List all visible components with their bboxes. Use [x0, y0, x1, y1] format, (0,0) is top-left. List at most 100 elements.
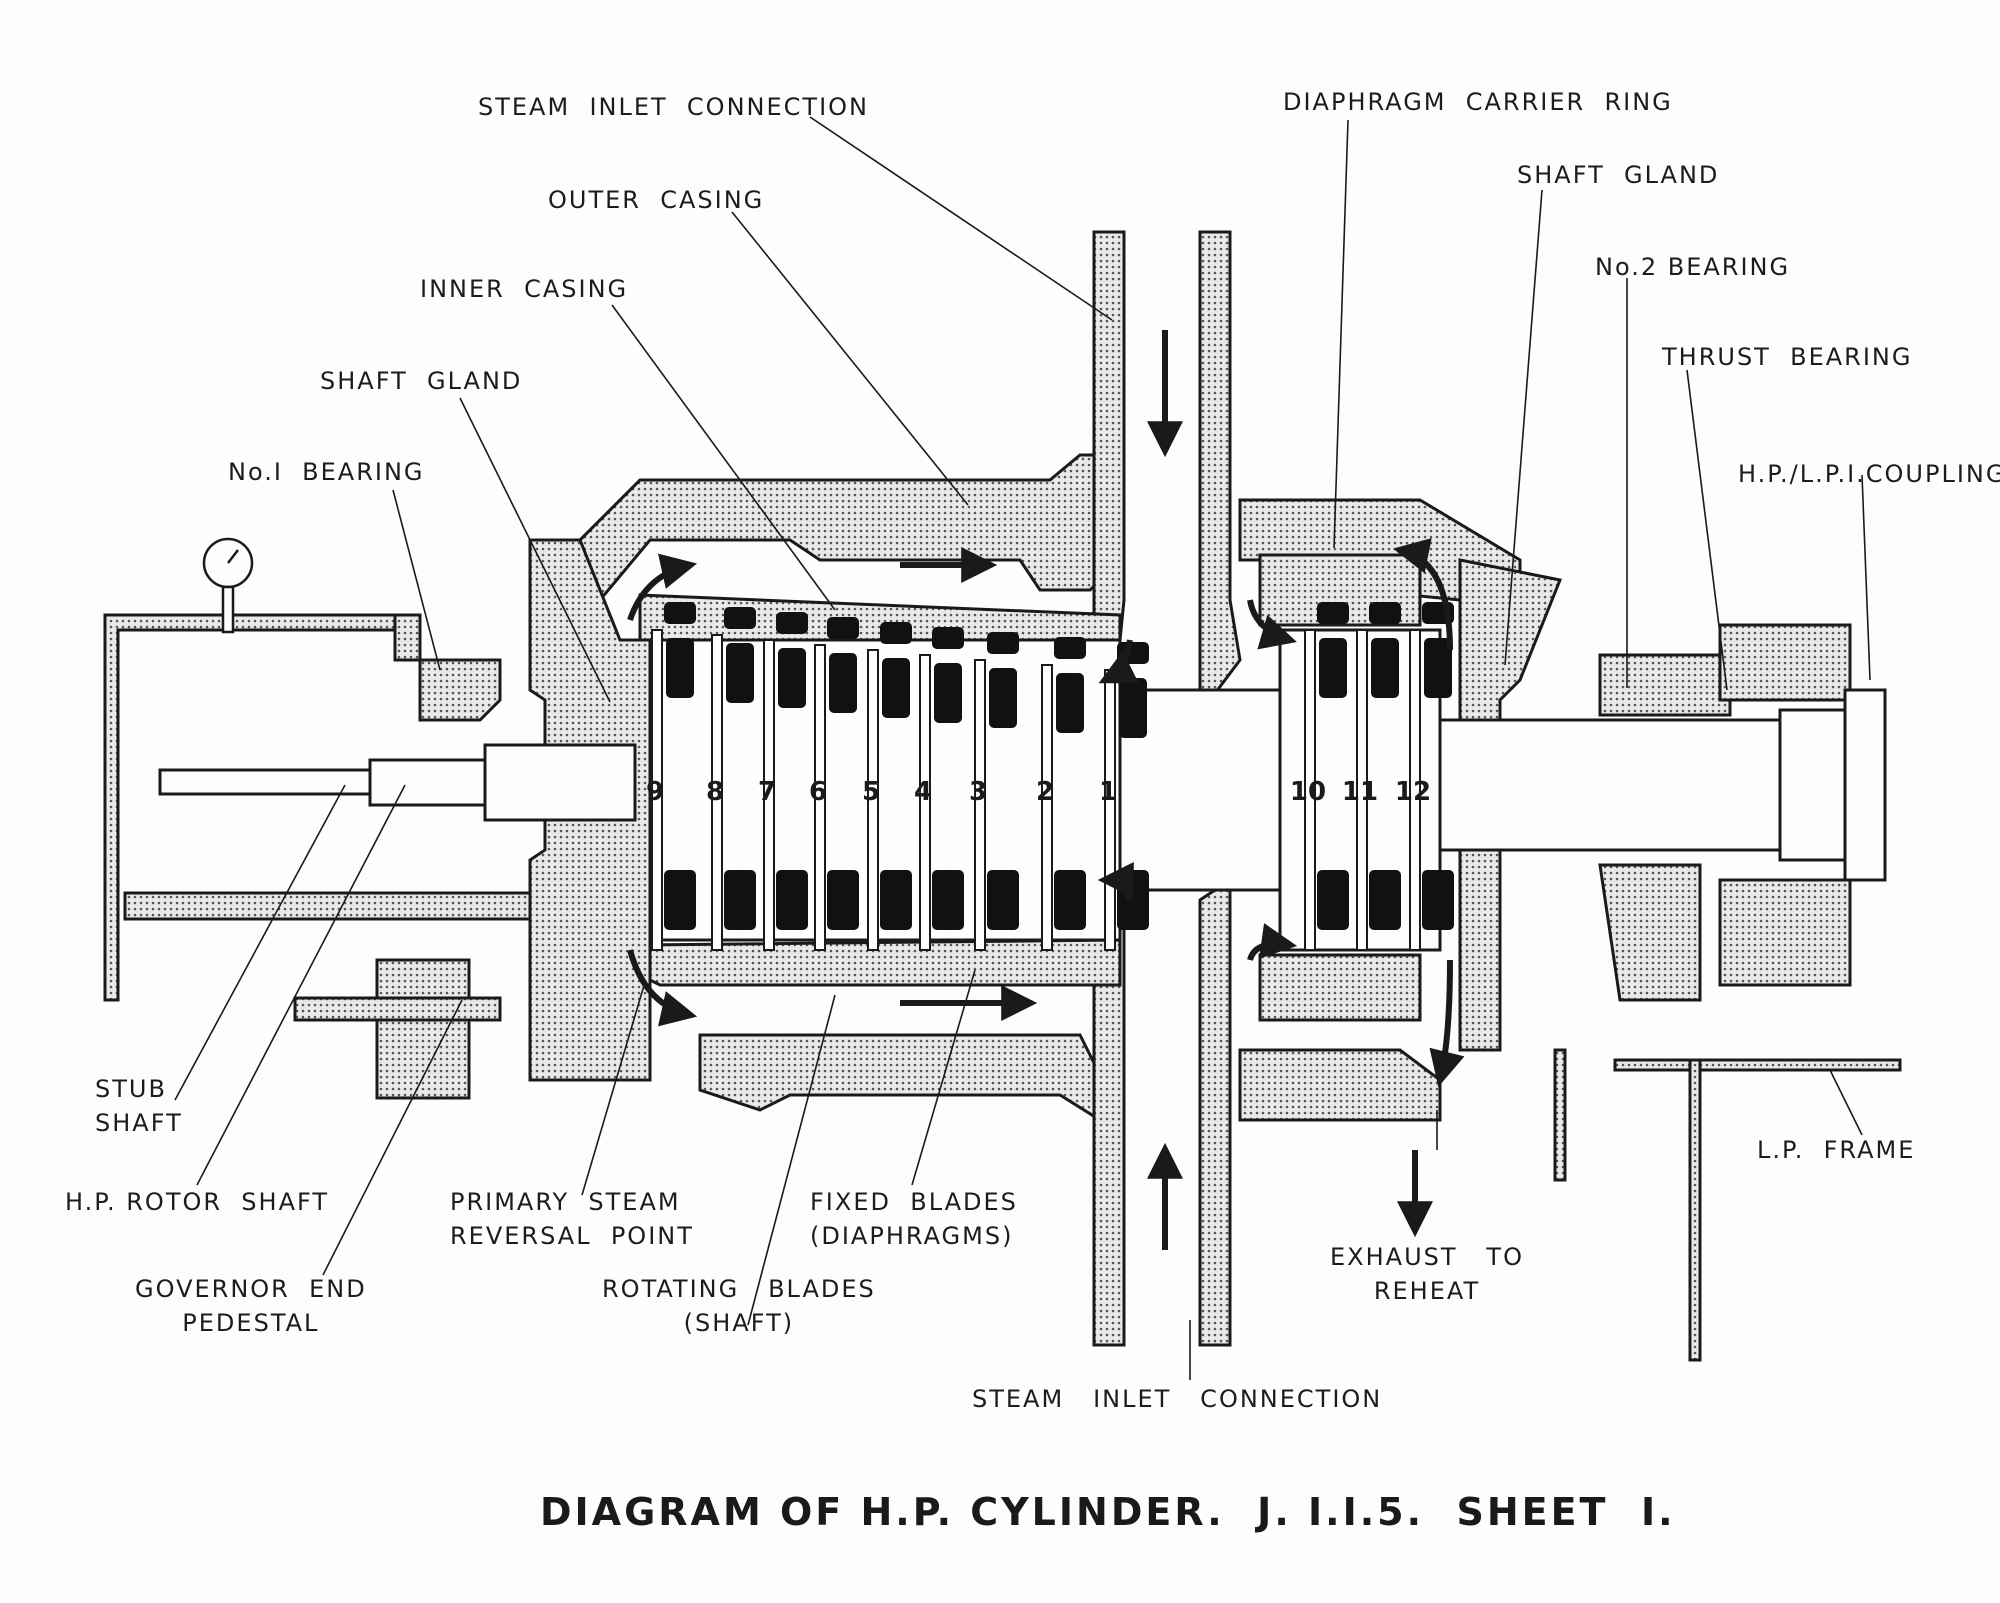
stage-number-9: 9 — [646, 777, 664, 807]
rotor-wheel — [1409, 629, 1421, 951]
stage-number-2: 2 — [1036, 777, 1054, 807]
stage-number-11: 11 — [1342, 777, 1378, 807]
stage-number-1: 1 — [1099, 777, 1117, 807]
rotor-wheel — [763, 639, 775, 951]
outer-casing-bottom — [698, 1033, 1102, 1123]
rotating-blade-top — [989, 668, 1017, 728]
rotating-blade-top — [778, 648, 806, 708]
rotor-wheel — [867, 649, 879, 951]
rotating-blade-top — [1056, 673, 1084, 733]
thrust-bearing-housing — [1718, 623, 1852, 702]
label-exhaust-to-reheat: EXHAUST TO REHEAT — [1330, 1243, 1524, 1305]
rotor-wheel — [974, 659, 986, 951]
fixed-blade-top — [664, 602, 696, 624]
label-diaphragm-carrier-ring: DIAPHRAGM CARRIER RING — [1283, 88, 1673, 116]
rotating-blade-bottom — [882, 870, 910, 930]
no2-bearing-lower — [1598, 863, 1702, 1002]
label-lp-frame: L.P. FRAME — [1757, 1136, 1916, 1164]
stage-number-6: 6 — [809, 777, 827, 807]
lp-frame-top-beam — [1613, 1058, 1902, 1072]
label-shaft-gland-right: SHAFT GLAND — [1517, 161, 1720, 189]
stage-number-12: 12 — [1395, 777, 1431, 807]
fixed-blade-top — [932, 627, 964, 649]
label-fixed-blades: FIXED BLADES (DIAPHRAGMS) — [810, 1188, 1018, 1250]
no1-bearing-housing — [418, 658, 502, 722]
diagram-title: DIAGRAM OF H.P. CYLINDER. J. I.I.5. SHEE… — [540, 1490, 1676, 1534]
outer-casing-top — [558, 453, 1102, 602]
pressure-gauge-icon — [202, 537, 254, 634]
label-hp-lp-coupling: H.P./L.P.I.COUPLING — [1738, 460, 2000, 488]
rotating-blade-top — [934, 663, 962, 723]
label-no1-bearing: No.I BEARING — [228, 458, 425, 486]
stage-number-8: 8 — [706, 777, 724, 807]
rotating-blade-top — [726, 643, 754, 703]
rotating-blade-top — [1371, 638, 1399, 698]
rotor-wheel — [1304, 629, 1316, 951]
rotor-wheel — [919, 654, 931, 951]
label-rotating-blades: ROTATING BLADES (SHAFT) — [602, 1275, 876, 1337]
rotating-blade-bottom — [829, 870, 857, 930]
fixed-blade-top — [724, 607, 756, 629]
governor-end-pedestal — [375, 958, 471, 1100]
no2-bearing-housing — [1598, 653, 1732, 717]
stage-numbers: 9 8 7 6 5 4 3 2 1 10 11 12 — [646, 777, 1431, 807]
hp-rotor-shaft-left — [368, 758, 487, 807]
leader-lines — [174, 116, 1871, 1380]
label-steam-inlet-connection-bottom: STEAM INLET CONNECTION — [972, 1385, 1383, 1413]
rotating-blade-top — [1119, 678, 1147, 738]
label-thrust-bearing: THRUST BEARING — [1662, 343, 1913, 371]
rotor-wheel — [711, 634, 723, 951]
rotor-wheel — [651, 629, 663, 951]
rotating-blade-bottom — [1424, 870, 1452, 930]
label-steam-inlet-connection-top: STEAM INLET CONNECTION — [478, 93, 869, 121]
fixed-blade-top — [1317, 602, 1349, 624]
label-stub-shaft: STUB SHAFT — [95, 1075, 183, 1137]
hp-lp-coupling — [1843, 688, 1887, 882]
label-outer-casing: OUTER CASING — [548, 186, 765, 214]
label-inner-casing: INNER CASING — [420, 275, 629, 303]
stage-number-4: 4 — [914, 777, 932, 807]
hp-rotor-shaft-right — [1438, 718, 1782, 852]
label-governor-end-pedestal: GOVERNOR END PEDESTAL — [135, 1275, 367, 1337]
stage-number-5: 5 — [862, 777, 880, 807]
rotating-blade-top — [666, 638, 694, 698]
thrust-bearing-lower — [1718, 878, 1852, 987]
fixed-blade-top — [987, 632, 1019, 654]
rotating-blade-bottom — [1371, 870, 1399, 930]
fixed-blade-top — [1369, 602, 1401, 624]
rotating-blade-top — [1424, 638, 1452, 698]
fixed-blade-top — [880, 622, 912, 644]
rotating-blade-bottom — [1319, 870, 1347, 930]
rotor-wheel — [814, 644, 826, 951]
rotating-blade-bottom — [1056, 870, 1084, 930]
outer-casing-right-bottom — [1238, 1048, 1442, 1122]
rotor-wheel — [1104, 669, 1116, 951]
fixed-blade-top — [1054, 637, 1086, 659]
label-primary-steam-reversal-point: PRIMARY STEAM REVERSAL POINT — [450, 1188, 694, 1250]
rotating-blade-bottom — [726, 870, 754, 930]
label-shaft-gland-left: SHAFT GLAND — [320, 367, 523, 395]
fixed-blade-top — [776, 612, 808, 634]
rotor-wheel — [1356, 629, 1368, 951]
blade-rows — [651, 602, 1454, 951]
rotor-wheel — [1041, 664, 1053, 951]
stage-number-7: 7 — [758, 777, 776, 807]
rotating-blade-bottom — [989, 870, 1017, 930]
label-no2-bearing: No.2 BEARING — [1595, 253, 1791, 281]
rotating-blade-bottom — [1119, 870, 1147, 930]
fixed-blade-top — [827, 617, 859, 639]
pedestal-cover — [103, 613, 397, 1002]
rotating-blade-bottom — [934, 870, 962, 930]
stub-shaft — [158, 768, 372, 796]
rotating-blade-bottom — [778, 870, 806, 930]
label-hp-rotor-shaft: H.P. ROTOR SHAFT — [65, 1188, 330, 1216]
rotating-blade-bottom — [666, 870, 694, 930]
pedestal-base — [123, 891, 557, 921]
stage-number-3: 3 — [969, 777, 987, 807]
stage-number-10: 10 — [1290, 777, 1326, 807]
rotating-blade-top — [829, 653, 857, 713]
rotating-blade-top — [882, 658, 910, 718]
rotating-blade-top — [1319, 638, 1347, 698]
diaphragm-carrier-ring-bottom — [1258, 953, 1422, 1022]
